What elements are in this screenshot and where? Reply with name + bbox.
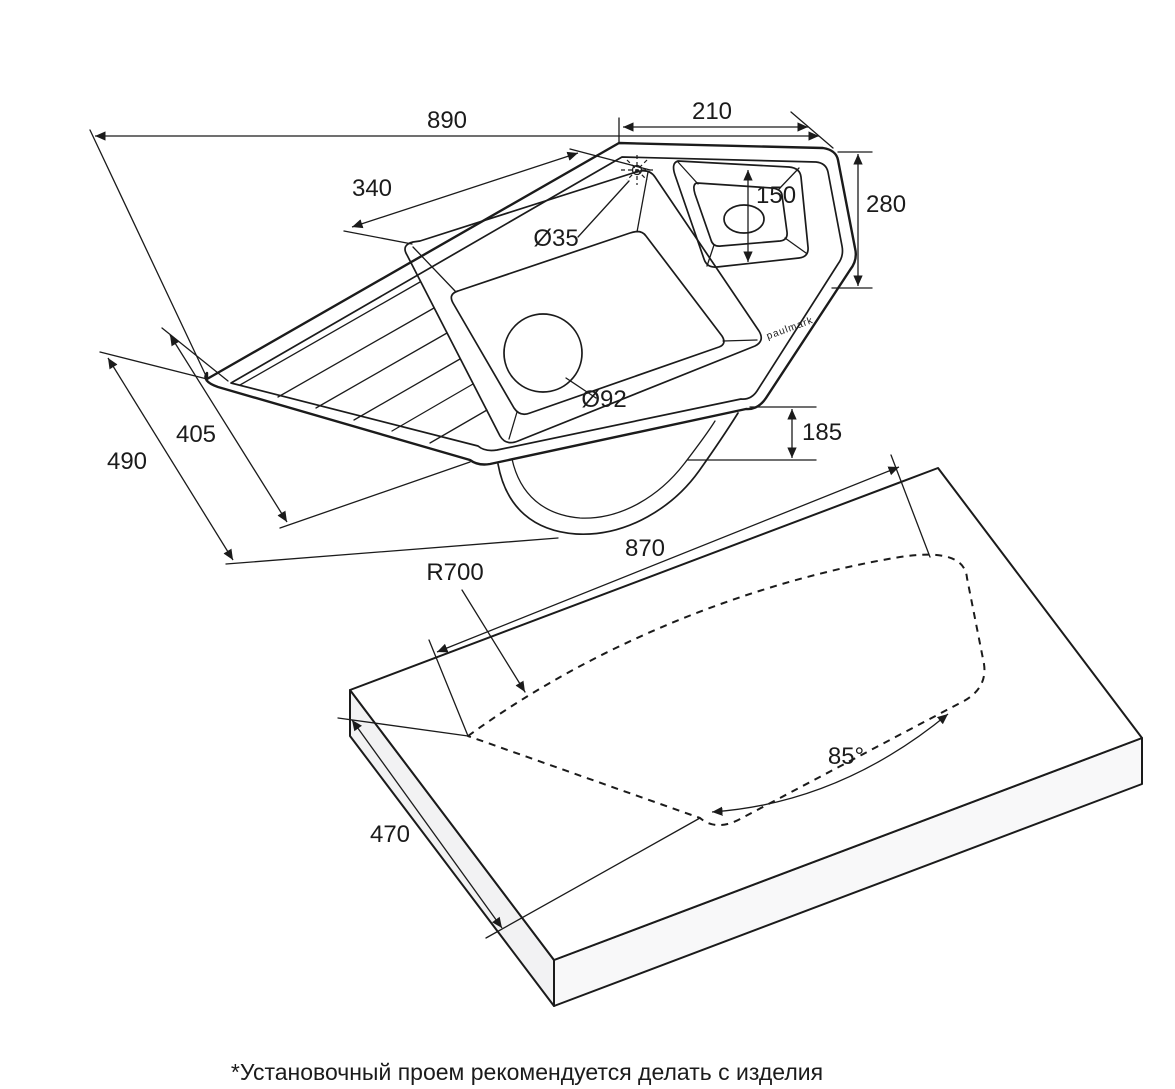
extension-line bbox=[790, 111, 834, 149]
bowl-corner-edge bbox=[784, 237, 807, 254]
dim-185: 185 bbox=[687, 406, 842, 461]
extension-line bbox=[485, 817, 701, 939]
extension-line bbox=[89, 129, 208, 379]
extension-line bbox=[161, 327, 229, 382]
groove-line bbox=[391, 383, 474, 432]
dim-890: 890 bbox=[89, 107, 834, 379]
dim-890-label: 890 bbox=[427, 107, 467, 134]
leader-line bbox=[577, 180, 630, 238]
dim-r700-label: R700 bbox=[426, 559, 483, 586]
small-bowl-floor bbox=[693, 182, 788, 247]
dim-d92-label: Ø92 bbox=[581, 386, 626, 413]
dim-870-label: 870 bbox=[625, 535, 665, 562]
dim-340-label: 340 bbox=[352, 175, 392, 202]
underbody-outer-curve bbox=[497, 412, 739, 535]
dim-r700: R700 bbox=[426, 559, 526, 693]
bowl-corner-edge bbox=[677, 161, 699, 185]
main-drain-hole bbox=[503, 313, 583, 393]
angle-arc bbox=[711, 713, 949, 816]
countertop-cutout-view: 85° 870 R700 470 bbox=[337, 454, 1143, 1007]
small-bowl-rim bbox=[672, 160, 809, 268]
dimension-line bbox=[351, 719, 503, 929]
faucet-hole-circle bbox=[631, 164, 643, 176]
groove-line bbox=[277, 307, 435, 398]
dim-150-label: 150 bbox=[756, 182, 796, 209]
bowl-corner-edge bbox=[778, 167, 800, 190]
dim-210: 210 bbox=[618, 98, 808, 144]
dim-405-label: 405 bbox=[176, 421, 216, 448]
dim-470: 470 bbox=[337, 717, 701, 939]
dimension-line bbox=[436, 466, 900, 653]
dim-85-label: 85° bbox=[828, 743, 864, 770]
faucet-cross-line bbox=[626, 159, 648, 181]
bowl-corner-edge bbox=[508, 411, 518, 440]
dim-210-label: 210 bbox=[692, 98, 732, 125]
installation-note: *Установочный проем рекомендуется делать… bbox=[231, 1059, 823, 1085]
groove-line bbox=[353, 358, 461, 421]
dim-280-label: 280 bbox=[866, 191, 906, 218]
small-bowl bbox=[672, 160, 809, 268]
leader-line bbox=[565, 377, 597, 399]
dim-340: 340 bbox=[343, 148, 651, 245]
dim-185-label: 185 bbox=[802, 419, 842, 446]
extension-line bbox=[225, 537, 559, 565]
main-bowl-floor bbox=[450, 230, 725, 416]
extension-line bbox=[343, 230, 413, 245]
dim-d35-label: Ø35 bbox=[533, 225, 578, 252]
bowl-corner-edge bbox=[412, 246, 457, 293]
bowl-corner-edge bbox=[636, 171, 649, 233]
groove-line bbox=[429, 409, 488, 444]
bowl-underbody bbox=[497, 412, 739, 535]
groove-line bbox=[239, 281, 421, 386]
main-bowl bbox=[404, 169, 763, 444]
sink-inner-rim bbox=[230, 156, 844, 452]
main-bowl-rim bbox=[404, 169, 763, 444]
dim-490: 490 bbox=[99, 351, 559, 565]
dim-280: 280 bbox=[831, 151, 906, 289]
dimension-line bbox=[107, 357, 234, 561]
dim-drain-hole: Ø92 bbox=[565, 377, 627, 413]
extension-line bbox=[279, 461, 471, 529]
underbody-inner-curve bbox=[511, 420, 716, 519]
bowl-corner-edge bbox=[722, 339, 758, 342]
dim-405: 405 bbox=[161, 327, 471, 529]
dim-faucet-hole: Ø35 bbox=[533, 180, 630, 252]
groove-line bbox=[315, 332, 448, 409]
dim-470-label: 470 bbox=[370, 821, 410, 848]
bowl-corner-edge bbox=[706, 244, 715, 267]
small-drain-hole bbox=[723, 204, 765, 234]
sink-top-view: paulmark 890 210 280 150 340 bbox=[89, 98, 906, 565]
dimension-line bbox=[351, 151, 579, 229]
faucet-hole-marker bbox=[621, 155, 653, 185]
dim-490-label: 490 bbox=[107, 448, 147, 475]
dim-150: 150 bbox=[743, 170, 796, 262]
extension-line bbox=[99, 351, 208, 380]
extension-line bbox=[569, 148, 651, 171]
leader-line bbox=[461, 589, 526, 693]
dim-85-angle: 85° bbox=[711, 713, 949, 816]
